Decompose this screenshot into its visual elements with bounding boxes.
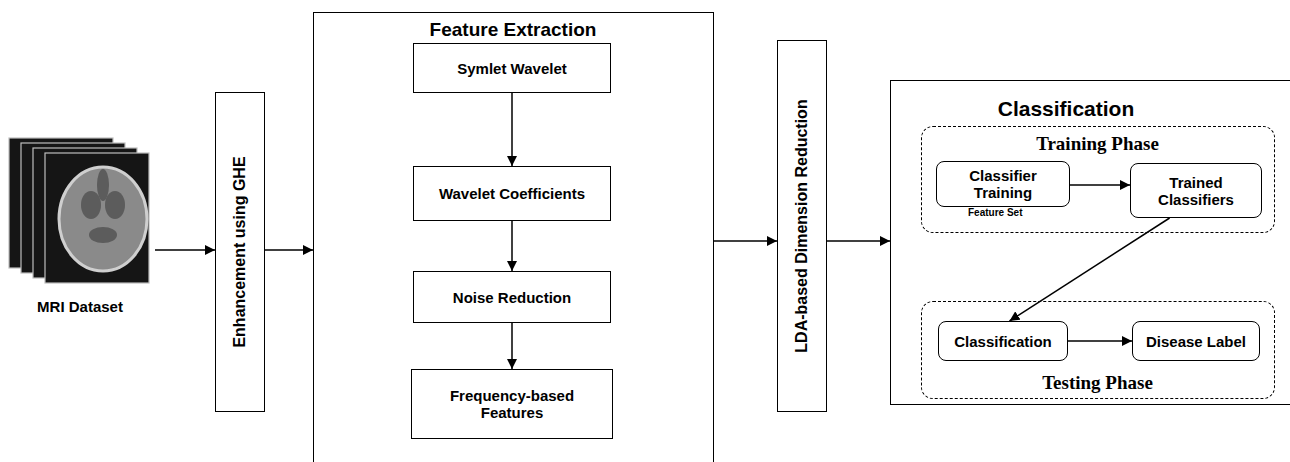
annotation-label: Feature Set <box>968 207 1022 218</box>
mri-image: MRI Dataset <box>5 135 155 315</box>
group-heading: Testing Phase <box>922 372 1273 394</box>
flow-arrow <box>155 249 215 251</box>
flow-arrow <box>511 323 513 369</box>
flow-arrow <box>1070 184 1130 186</box>
flow-arrow <box>265 249 313 251</box>
brain-structure <box>97 169 109 201</box>
process-box: Disease Label <box>1132 321 1260 361</box>
box-label: MRI Dataset <box>5 298 155 315</box>
group-heading: Classification <box>891 97 1241 121</box>
process-box: Noise Reduction <box>413 271 611 323</box>
flow-arrow <box>511 93 513 166</box>
brain-structure <box>105 191 125 219</box>
group-heading: Training Phase <box>922 133 1273 155</box>
process-box: LDA-based Dimension Reduction <box>777 40 827 412</box>
flow-arrow <box>511 221 513 271</box>
group-box: Symlet WaveletWavelet CoefficientsNoise … <box>313 12 714 462</box>
mri-illustration <box>5 135 155 287</box>
box-label: Wavelet Coefficients <box>439 185 585 202</box>
mri-slice <box>45 153 149 283</box>
brain-outline <box>59 167 147 271</box>
process-box: Frequency-based Features <box>411 369 613 439</box>
box-label: Trained Classifiers <box>1139 174 1253 208</box>
group-box: Classifier Training Trained Classifiers Tr… <box>890 80 1290 405</box>
group-heading: Feature Extraction <box>314 19 712 41</box>
box-label: LDA-based Dimension Reduction <box>793 99 811 352</box>
process-box: Symlet Wavelet <box>413 43 611 93</box>
box-label: Enhancement using GHE <box>231 156 249 347</box>
box-label: Noise Reduction <box>453 289 571 306</box>
flow-arrow <box>1068 340 1132 342</box>
box-label: Classifier Training <box>945 167 1061 201</box>
flow-arrow <box>1010 218 1170 321</box>
box-label: Symlet Wavelet <box>457 60 567 77</box>
process-box: Classifier Training <box>936 161 1070 207</box>
process-box: Wavelet Coefficients <box>413 166 611 221</box>
phase-box: Classification Disease LabelTesting Phase <box>921 301 1275 399</box>
box-label: Frequency-based Features <box>420 387 604 421</box>
brain-structure <box>89 227 117 243</box>
flow-arrow <box>827 240 890 242</box>
process-box: Trained Classifiers <box>1130 163 1262 218</box>
box-label: Classification <box>954 333 1052 350</box>
flow-arrow <box>714 240 777 242</box>
box-label: Disease Label <box>1146 333 1246 350</box>
process-box: Enhancement using GHE <box>215 92 265 412</box>
brain-structure <box>81 191 101 219</box>
process-box: Classification <box>938 321 1068 361</box>
